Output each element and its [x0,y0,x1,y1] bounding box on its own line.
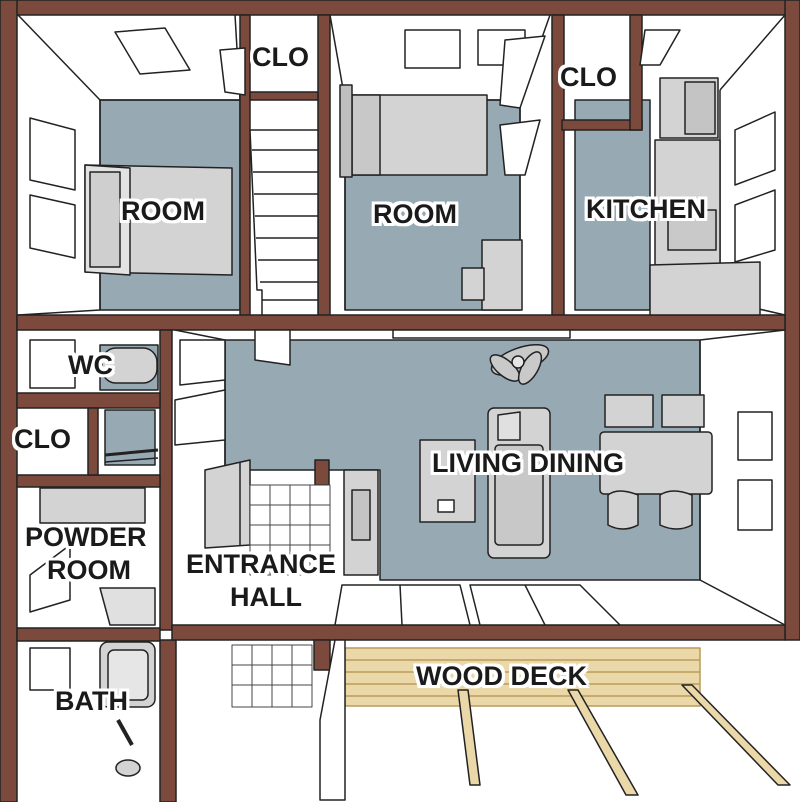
bathtub-icon [99,641,156,777]
room-label-kitchen: KITCHEN [586,194,706,224]
room-label-room-middle: ROOM [373,199,457,229]
room-label-powder-room-line1: POWDER [25,522,147,552]
kitchen-counter [649,139,761,316]
desk [461,239,523,311]
room-label-room-left: ROOM [121,196,205,226]
windows [29,27,776,691]
room-label-wood-deck: WOOD DECK [416,661,587,691]
room-label-powder-room-line2: ROOM [47,555,131,585]
room-label-clo-top-left: CLO [252,42,309,72]
dining-table-icon [599,394,713,530]
room-label-entrance-hall-line2: HALL [230,582,302,612]
plant-icon [489,344,550,385]
room-label-wc: WC [68,350,113,380]
bed-icon [339,84,488,178]
room-label-living-dining: LIVING DINING [432,448,625,478]
door [174,339,379,576]
wood-deck [319,639,791,801]
room-label-entrance-hall-line1: ENTRANCE [186,549,337,579]
sink-counter [39,487,156,626]
room-label-bath: BATH [55,686,128,716]
sofa-icon [487,407,551,559]
entrance-tiles [231,484,331,708]
coffee-table [419,439,476,523]
room-label-clo-left: CLO [14,424,71,454]
closet-rod [104,448,159,463]
room-label-clo-top-right: CLO [560,62,617,92]
bed-icon [84,164,233,276]
toilet-icon [101,347,158,384]
stairs-icon [249,129,319,316]
shoe-cabinet [204,459,251,549]
refrigerator-icon [659,77,719,139]
